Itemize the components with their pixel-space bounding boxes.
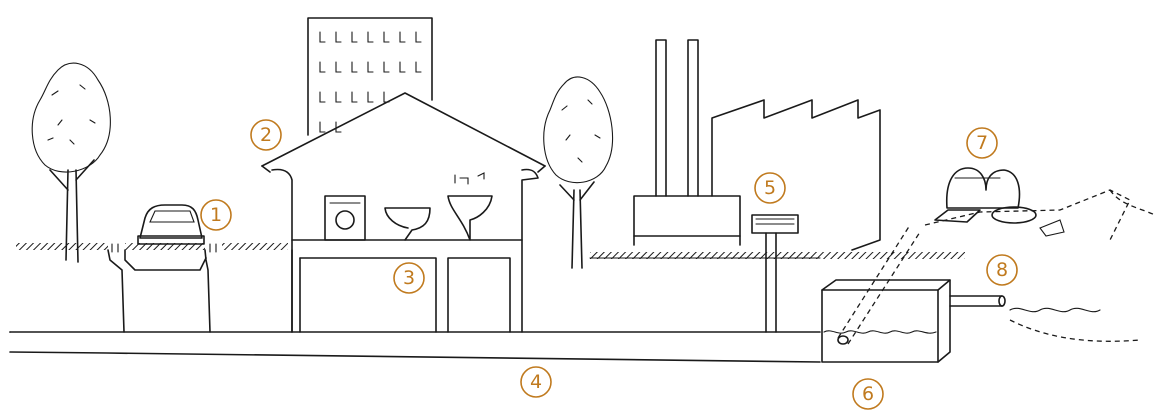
washing-machine xyxy=(325,196,365,240)
street-drains xyxy=(108,244,216,332)
callout-3-label: 3 xyxy=(403,267,415,289)
callout-5-label: 5 xyxy=(764,177,776,199)
callout-7: 7 xyxy=(967,128,997,158)
storm-tank xyxy=(822,225,1005,362)
car xyxy=(138,205,204,244)
callout-8-label: 8 xyxy=(996,259,1008,281)
callout-5: 5 xyxy=(755,173,785,203)
callout-1-label: 1 xyxy=(210,204,222,226)
callout-3: 3 xyxy=(394,263,424,293)
sink xyxy=(448,173,492,240)
toilet xyxy=(385,208,430,240)
tree-left xyxy=(32,63,110,262)
house xyxy=(262,93,545,332)
callout-8: 8 xyxy=(987,255,1017,285)
callout-7-label: 7 xyxy=(976,132,988,154)
tree-middle xyxy=(544,77,613,268)
callout-4-label: 4 xyxy=(530,371,542,393)
pretreatment-unit xyxy=(752,215,798,332)
tower-building xyxy=(308,18,432,135)
main-sewer xyxy=(10,332,820,362)
callout-2: 2 xyxy=(251,120,281,150)
callout-6: 6 xyxy=(853,379,883,409)
callout-4: 4 xyxy=(521,367,551,397)
callout-2-label: 2 xyxy=(260,124,272,146)
callout-1: 1 xyxy=(201,200,231,230)
callout-6-label: 6 xyxy=(862,383,874,405)
ground-surface xyxy=(16,243,965,259)
